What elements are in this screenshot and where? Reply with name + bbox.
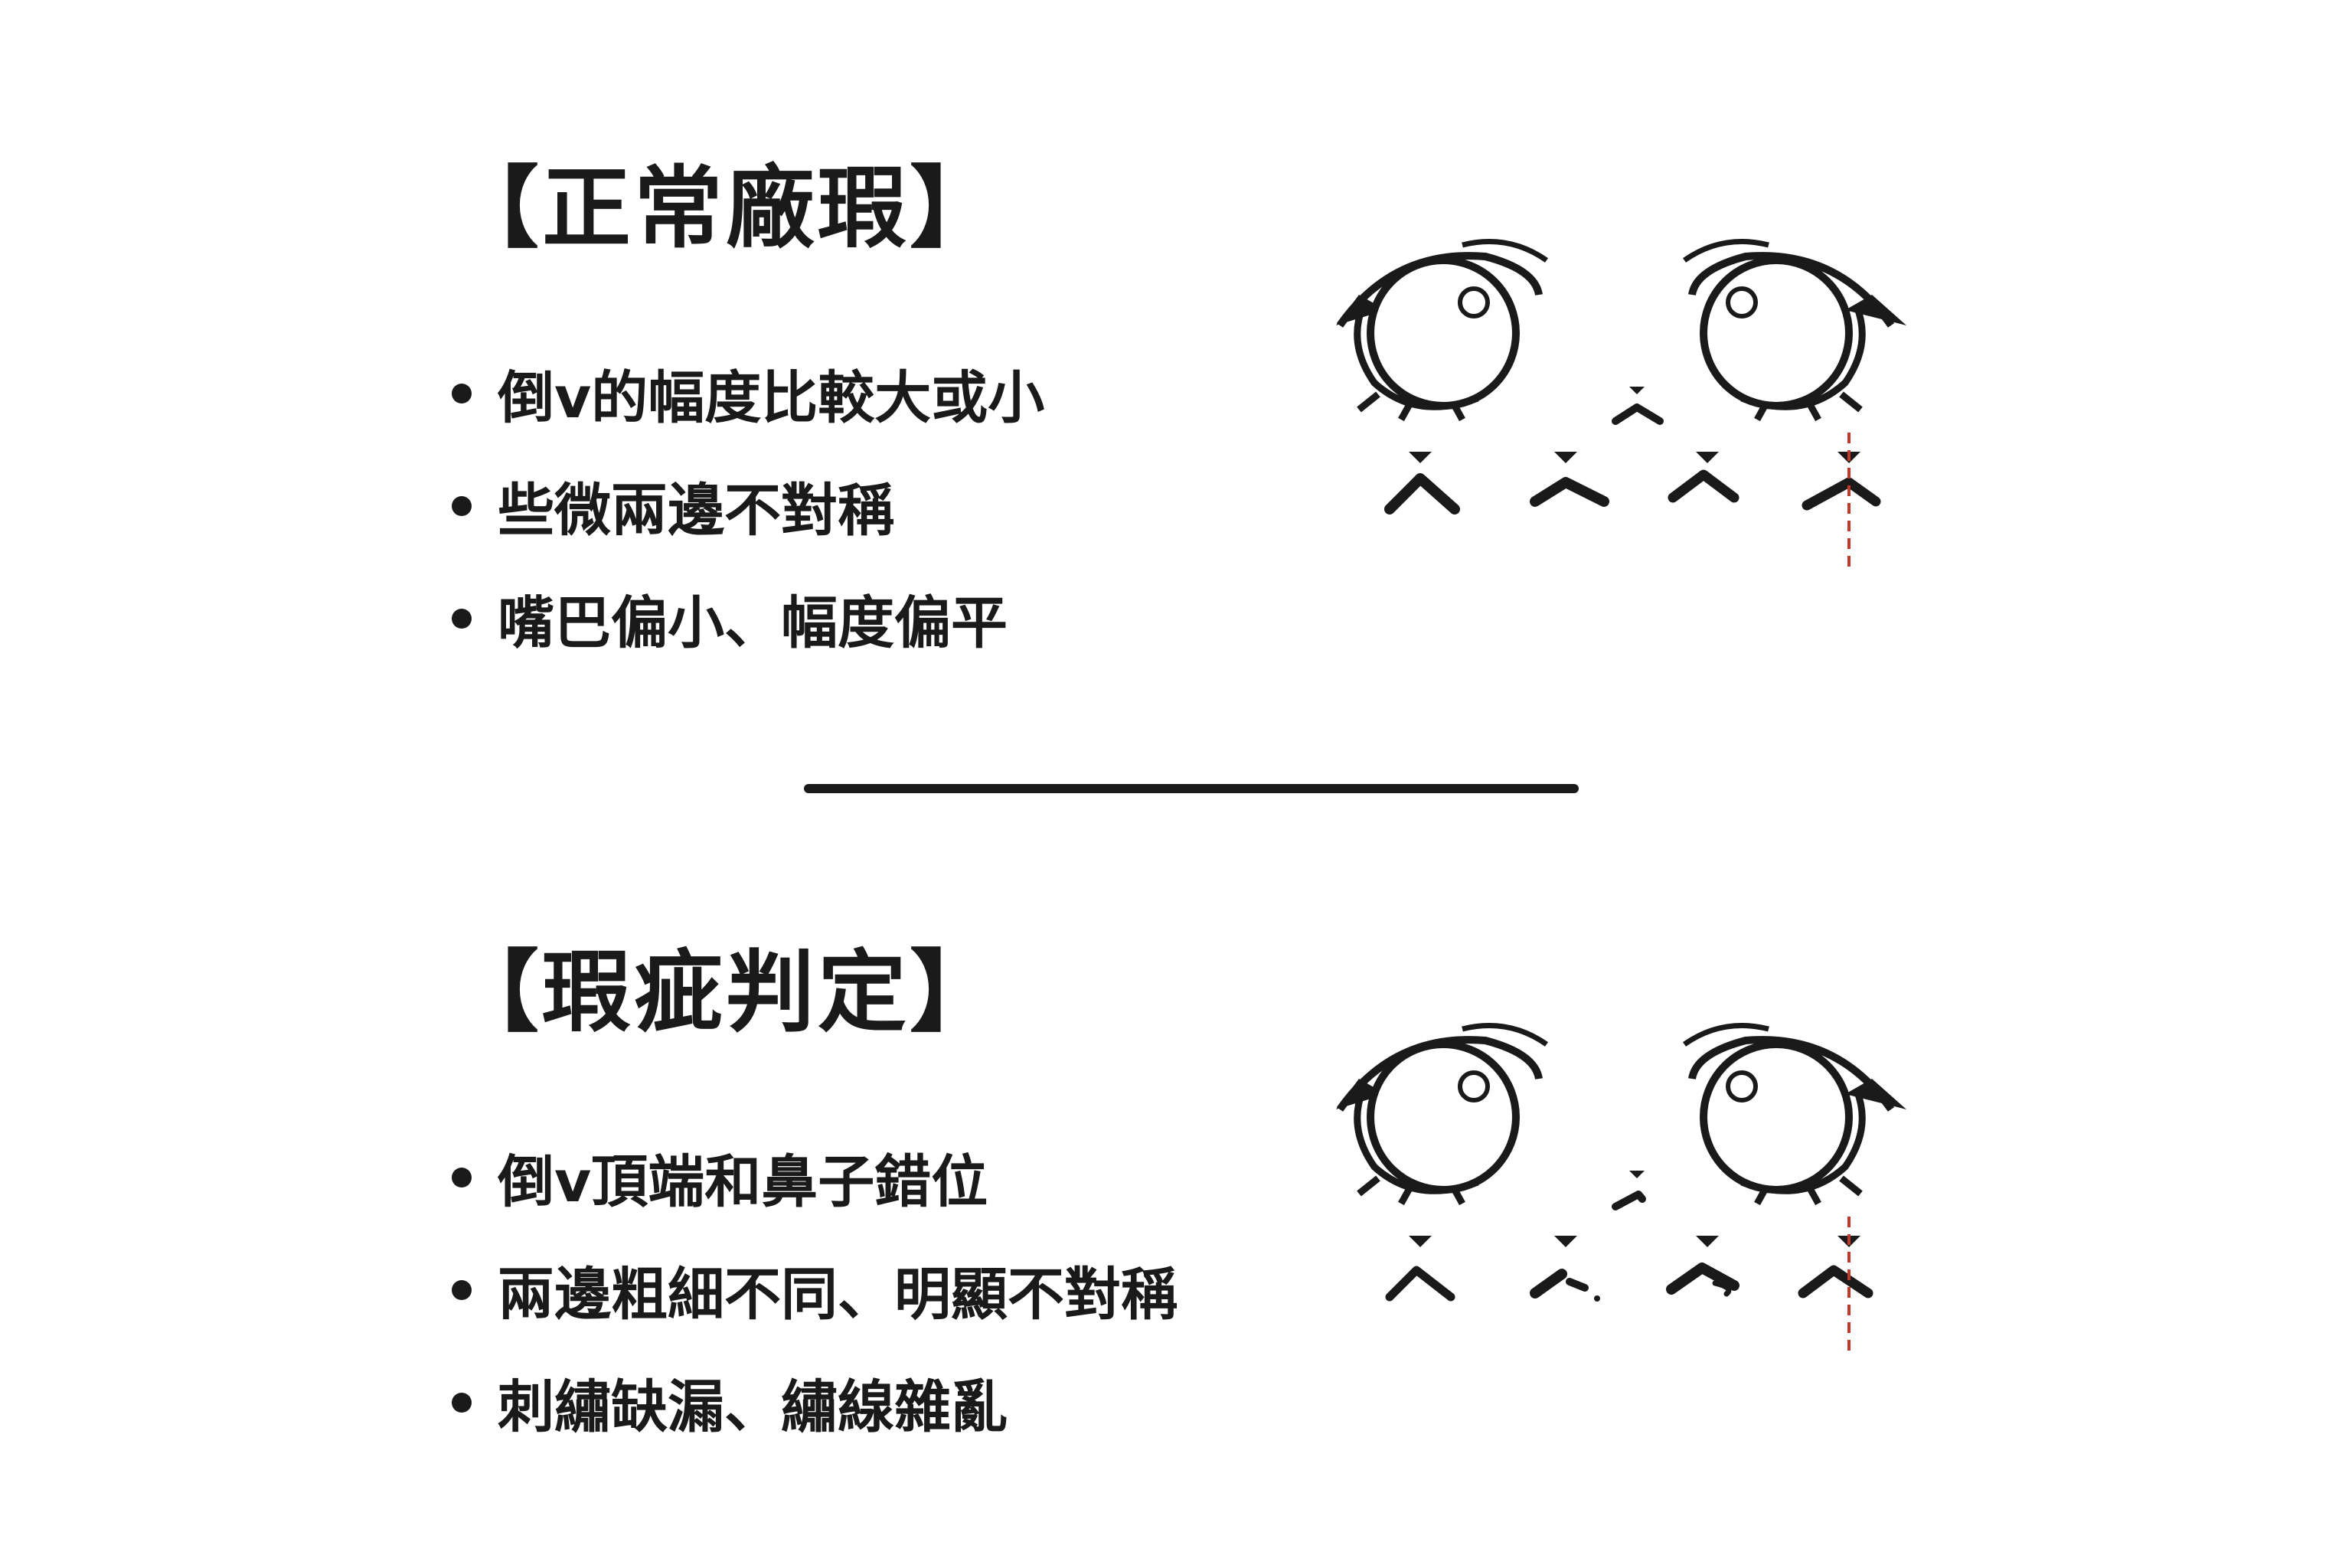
list-item-text: 倒v的幅度比較大或小 bbox=[498, 365, 1045, 431]
bullet-icon bbox=[452, 608, 472, 629]
section-heading: 【正常廠瑕】 bbox=[450, 157, 1001, 260]
bullet-icon bbox=[452, 495, 472, 516]
list-item-text: 些微兩邊不對稱 bbox=[498, 478, 894, 544]
face-illustration bbox=[1336, 239, 1906, 567]
right-eye-icon bbox=[1682, 239, 1906, 422]
section-heading: 【瑕疵判定】 bbox=[450, 941, 1001, 1044]
bullet-icon bbox=[452, 1279, 472, 1300]
face-illustration bbox=[1336, 1023, 1906, 1351]
mouth-variant-icon bbox=[1798, 1217, 1873, 1351]
bullet-icon bbox=[452, 1167, 472, 1187]
list-item-text: 刺繡缺漏、繡線雜亂 bbox=[498, 1374, 1008, 1440]
list-item: 倒v的幅度比較大或小 bbox=[452, 337, 1044, 449]
mouth-variant-icon bbox=[1530, 452, 1609, 507]
list-item-text: 嘴巴偏小、幅度偏平 bbox=[498, 590, 1008, 656]
mouth-variant-icon bbox=[1384, 452, 1460, 514]
section-normal-defects: 【正常廠瑕】 倒v的幅度比較大或小 些微兩邊不對稱 嘴巴偏小、幅度偏平 bbox=[0, 0, 2352, 766]
list-item: 嘴巴偏小、幅度偏平 bbox=[452, 562, 1044, 675]
list-item: 刺繡缺漏、繡線雜亂 bbox=[452, 1346, 1178, 1459]
section-defect-judgement: 【瑕疵判定】 倒v頂端和鼻子錯位 兩邊粗細不同、明顯不對稱 刺繡缺漏、繡線雜亂 bbox=[0, 784, 2352, 1568]
main-mouth-icon bbox=[1612, 387, 1664, 425]
bullet-icon bbox=[452, 1392, 472, 1413]
list-item-text: 倒v頂端和鼻子錯位 bbox=[498, 1149, 988, 1215]
list-item: 兩邊粗細不同、明顯不對稱 bbox=[452, 1233, 1178, 1346]
mouth-variant-icon bbox=[1668, 452, 1740, 503]
main-mouth-icon bbox=[1612, 1171, 1646, 1210]
bullet-list: 倒v的幅度比較大或小 些微兩邊不對稱 嘴巴偏小、幅度偏平 bbox=[452, 337, 1044, 675]
mouth-variant-icon bbox=[1385, 1236, 1455, 1302]
list-item: 倒v頂端和鼻子錯位 bbox=[452, 1121, 1178, 1233]
list-item-text: 兩邊粗細不同、明顯不對稱 bbox=[498, 1262, 1178, 1328]
right-eye-icon bbox=[1682, 1023, 1906, 1206]
mouth-variant-icon bbox=[1666, 1236, 1740, 1297]
list-item: 些微兩邊不對稱 bbox=[452, 449, 1044, 562]
bullet-list: 倒v頂端和鼻子錯位 兩邊粗細不同、明顯不對稱 刺繡缺漏、繡線雜亂 bbox=[452, 1121, 1178, 1459]
mouth-variant-icon bbox=[1802, 433, 1881, 567]
left-eye-icon bbox=[1336, 239, 1549, 422]
left-eye-icon bbox=[1336, 1023, 1549, 1206]
mouth-variant-icon bbox=[1530, 1236, 1600, 1302]
section-divider bbox=[804, 784, 1579, 793]
bullet-icon bbox=[452, 383, 472, 403]
